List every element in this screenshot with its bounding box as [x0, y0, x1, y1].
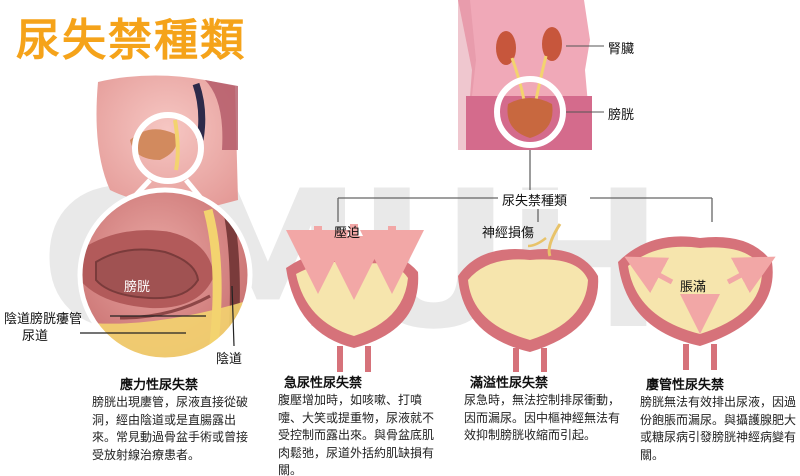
urethra-pointer-label: 尿道 — [22, 329, 49, 344]
zoom-circle — [77, 187, 253, 363]
overflow-tag: 神經損傷 — [482, 226, 535, 241]
torso-bladder — [507, 98, 553, 138]
stress-heading: 應力性尿失禁 — [120, 378, 199, 393]
pelvis-cross-section — [96, 75, 238, 216]
overflow-description: 尿急時，無法控制排尿衝動，因而漏尿。因中樞神經無法有效抑制膀胱收縮而引起。 — [464, 393, 621, 442]
bladder-urge — [286, 224, 424, 372]
classification-tree — [337, 150, 713, 222]
fistula-pointer-label: 陰道膀胱瘻管 — [4, 312, 83, 327]
urge-tag: 壓迫 — [334, 226, 361, 241]
torso-illustration — [458, 0, 604, 150]
vagina-pointer-label: 陰道 — [216, 352, 243, 367]
stress-description: 膀胱出現廔管，尿液直接從破洞，經由陰道或是直腸露出來。常見動過骨盆手術或曾接受放… — [92, 395, 249, 462]
overflow-heading: 滿溢性尿失禁 — [470, 376, 549, 391]
bladder-highlight-circle — [494, 76, 566, 148]
urge-description: 腹壓增加時，如咳嗽、打噴嚏、大笑或提重物，尿液就不受控制而露出來。與骨盆底肌肉鬆… — [278, 393, 435, 476]
kidney-right — [542, 27, 562, 61]
tree-root-label: 尿失禁種類 — [500, 190, 570, 209]
urge-heading: 急尿性尿失禁 — [284, 376, 363, 391]
zoom-bladder-label: 膀胱 — [124, 280, 151, 295]
bladder-label: 膀胱 — [608, 108, 635, 123]
fistula-tag: 脹滿 — [680, 280, 707, 295]
bladder-fistula — [618, 236, 776, 370]
kidney-label: 腎臟 — [608, 42, 635, 57]
page-title: 尿失禁種類 — [16, 15, 246, 66]
fistula-heading: 廔管性尿失禁 — [646, 378, 725, 393]
bladder-overflow — [458, 223, 599, 372]
kidney-left — [496, 31, 516, 65]
zoom-highlight-circle — [132, 112, 204, 184]
fistula-description: 膀胱無法有效排出尿液，因過份飽脹而漏尿。與攝護腺肥大或糖尿病引發膀胱神經病變有關… — [640, 395, 797, 462]
